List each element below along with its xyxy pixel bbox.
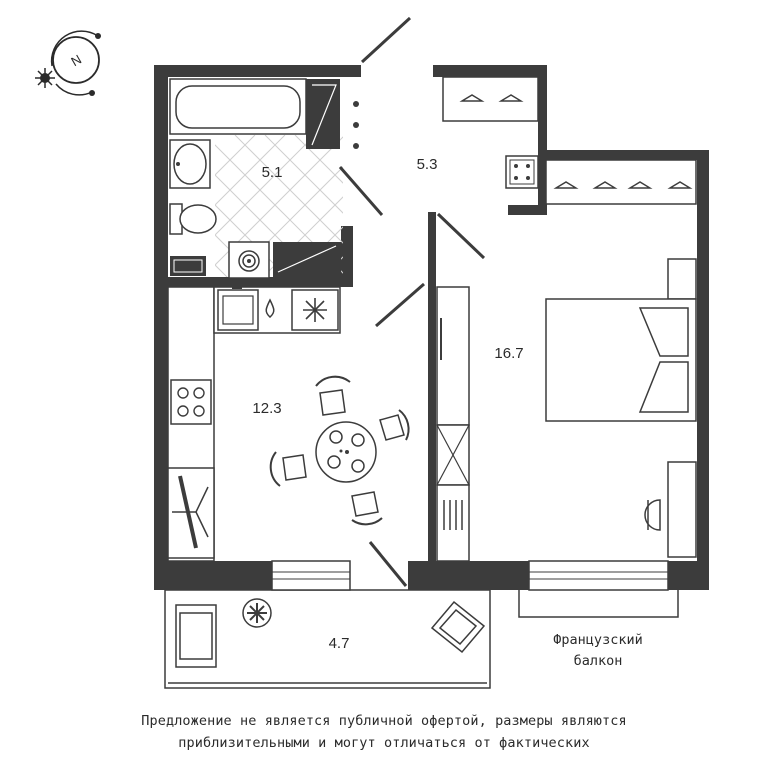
stove-icon	[170, 379, 212, 425]
room-area-balcony: 4.7	[329, 635, 350, 652]
desk	[644, 461, 697, 558]
sun-icon	[35, 68, 55, 88]
bathroom-sink	[169, 139, 211, 189]
kitchen: 12.3	[167, 282, 425, 591]
water-drop-icon	[265, 298, 275, 318]
disclaimer-line2: приблизительными и могут отличаться от ф…	[178, 735, 590, 751]
dining-table	[315, 421, 377, 483]
toilet	[169, 203, 217, 235]
hanger-icon	[459, 94, 524, 102]
chair	[379, 409, 410, 441]
bedroom: 16.7 Французский балкон	[436, 159, 697, 669]
balcony: 4.7	[175, 598, 486, 668]
snowflake-icon	[291, 289, 339, 331]
kitchen-sink	[217, 283, 259, 331]
tv-icon	[167, 467, 215, 559]
walls	[154, 65, 709, 689]
chair	[269, 451, 307, 487]
compass-north-label: N	[68, 52, 84, 70]
hanger-icon	[553, 181, 693, 189]
hallway: 5.3	[353, 16, 539, 260]
room-area-kitchen: 12.3	[252, 400, 281, 417]
room-area-hallway: 5.3	[417, 156, 438, 173]
french-balcony-label-line2: балкон	[574, 653, 623, 669]
cabinet-cross	[436, 424, 470, 486]
armchair	[175, 604, 217, 668]
room-area-bedroom: 16.7	[494, 345, 523, 362]
hob-icon	[505, 155, 539, 189]
radiator-icon	[436, 484, 470, 562]
french-balcony-label-line1: Французский	[553, 632, 642, 648]
chair	[315, 375, 351, 416]
compass: N	[35, 30, 101, 96]
water-heater-icon	[228, 241, 270, 279]
plant-icon	[242, 598, 272, 628]
disclaimer-line1: Предложение не является публичной оферто…	[141, 713, 627, 729]
armchair	[430, 600, 486, 654]
bathroom: 5.1	[169, 78, 384, 279]
double-bed	[545, 298, 697, 422]
bathtub	[169, 78, 307, 135]
room-area-bathroom: 5.1	[262, 164, 283, 181]
chair	[351, 491, 383, 526]
